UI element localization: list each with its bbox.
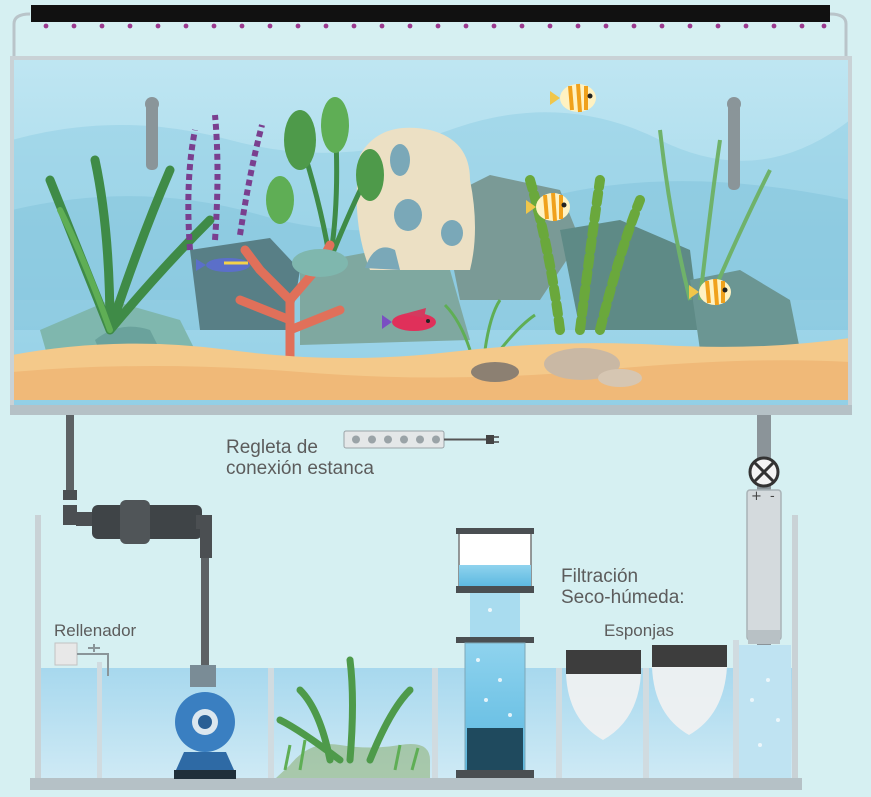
refill-label: Rellenador (54, 621, 137, 640)
power-strip-label-line1: Regleta de (226, 437, 318, 458)
power-strip-icon (343, 430, 499, 449)
power-strip-label: Regleta de conexión estanca (226, 437, 426, 479)
drain-pipe (63, 415, 96, 526)
valve-signs-label: + - (751, 489, 777, 504)
sponges-label: Esponjas (604, 621, 674, 640)
protein-skimmer (456, 528, 534, 778)
display-tank (10, 56, 852, 415)
return-pipe (201, 558, 209, 673)
return-line-valve (746, 415, 782, 645)
filtration-label: Filtración Seco-húmeda: (561, 566, 741, 608)
led-light-bar (12, 5, 848, 60)
filtration-label-line1: Filtración (561, 566, 639, 587)
uv-sterilizer (92, 500, 212, 558)
power-strip-label-line2: conexión estanca (226, 458, 374, 479)
fish-group (196, 83, 731, 331)
refugium-plants (276, 656, 430, 778)
return-pump (174, 665, 236, 779)
filtration-label-line2: Seco-húmeda: (561, 587, 685, 608)
filter-sponges (566, 645, 727, 740)
return-chamber-bubbles (750, 678, 780, 747)
auto-top-off-device (54, 642, 109, 676)
